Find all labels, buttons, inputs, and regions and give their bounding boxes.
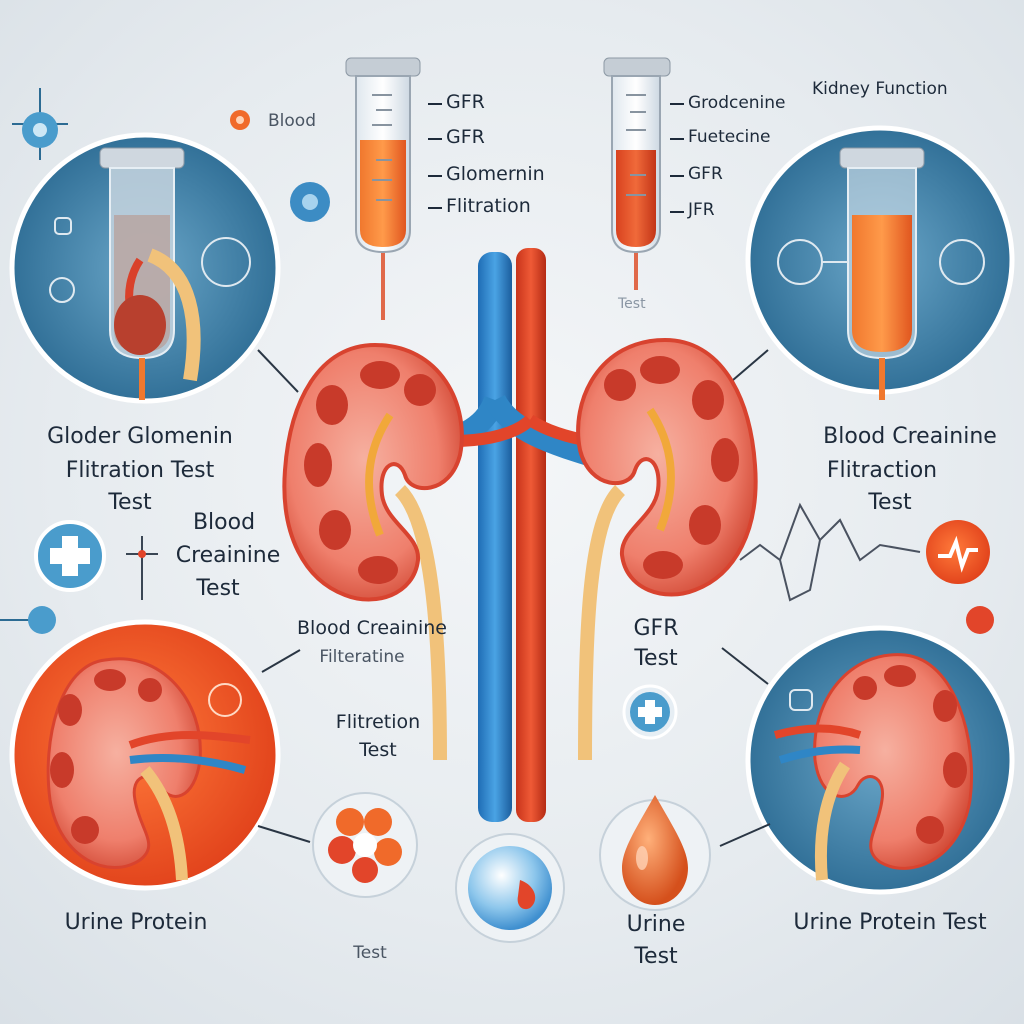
side-dot-icon: [0, 606, 56, 634]
urine-protein-test-circle: [745, 625, 1015, 895]
right-title-line-1: Blood Creainine: [823, 424, 997, 449]
tube1-label-2: GFR: [446, 126, 485, 148]
test-tube-icon: [603, 57, 684, 290]
tube1-label-3: Glomernin: [446, 163, 545, 185]
test-tube-icon: [345, 57, 442, 320]
molecule-line: [739, 502, 921, 602]
urine-test-label-1: Urine: [626, 912, 686, 937]
protein-molecule-icon: [312, 792, 418, 898]
crosshair-icon: [12, 88, 68, 160]
urine-test-label-2: Test: [634, 944, 678, 969]
blood-creatinine-left-1: Blood: [192, 510, 256, 535]
center-left-label-1: Blood Creainine: [297, 617, 447, 639]
tube2-label-4: JFR: [688, 200, 715, 220]
medical-cross-icon: [622, 684, 678, 740]
tube2-label-1: Grodcenine: [688, 93, 786, 113]
tube1-label-4: Flitration: [446, 195, 531, 217]
heartbeat-icon: [926, 520, 990, 584]
renal-vessels: [378, 248, 662, 822]
medical-cross-icon: [34, 520, 106, 592]
right-title-line-3: Test: [868, 490, 912, 515]
test-bottom-label: Test: [353, 943, 387, 963]
tube1-label-1: GFR: [446, 91, 485, 113]
blood-creatinine-circle: [745, 125, 1015, 400]
right-title-line-2: Flitraction: [826, 458, 938, 483]
urine-protein-left-label: Urine Protein: [64, 910, 208, 935]
flitration-test-label-1: Flitretion: [335, 711, 421, 733]
blood-creatinine-left-2: Creainine: [175, 543, 281, 568]
tube2-label-2: Fuetecine: [688, 127, 771, 147]
tube2-label-3: GFR: [688, 164, 723, 184]
flitration-test-label-2: Test: [359, 739, 397, 761]
urine-protein-right-label: Urine Protein Test: [793, 910, 987, 935]
red-dot-icon: [966, 606, 994, 634]
blood-creatinine-left-3: Test: [196, 576, 240, 601]
water-drop-icon: [455, 833, 565, 943]
right-kidney: [576, 337, 758, 597]
gfr-test-label-2: Test: [634, 646, 678, 671]
center-left-label-2: Filteratine: [319, 647, 405, 667]
left-title-line-3: Test: [108, 490, 152, 515]
gfr-test-label-1: GFR: [633, 616, 679, 641]
urine-drop-icon: [599, 795, 711, 911]
kidney-function-label: Kidney Function: [812, 79, 948, 99]
faint-test-label: Test: [618, 296, 646, 312]
urine-protein-circle: [9, 619, 281, 891]
glomerular-filtration-circle: [9, 132, 281, 404]
left-title-line-2: Flitration Test: [65, 458, 215, 483]
info-dot-icon: [290, 182, 330, 222]
marker-dot-icon: [126, 536, 158, 600]
left-title-line-1: Gloder Glomenin: [47, 424, 233, 449]
left-kidney: [282, 342, 464, 602]
blood-dot-icon: [230, 110, 250, 130]
blood-label: Blood: [268, 111, 316, 131]
